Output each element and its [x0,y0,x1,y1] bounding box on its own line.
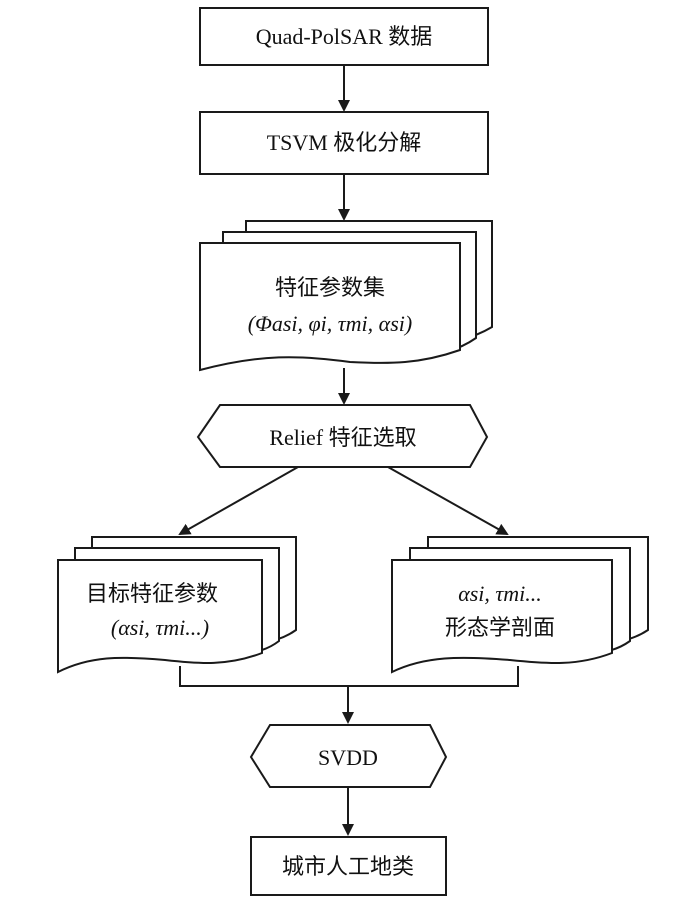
node-tsvm-decomposition: TSVM 极化分解 [199,111,489,175]
target-params-values: (αsi, τmi...) [111,615,209,640]
node-quad-polsar-label: Quad-PolSAR 数据 [256,24,433,49]
feature-set-params: (Φasi, φi, τmi, αsi) [248,311,412,336]
output-label: 城市人工地类 [282,854,414,879]
node-tsvm-label: TSVM 极化分解 [267,130,422,155]
target-params-title: 目标特征参数 [86,581,218,606]
morph-title: 形态学剖面 [445,615,555,640]
relief-label: Relief 特征选取 [269,425,416,450]
node-target-feature-parameters: 目标特征参数 (αsi, τmi...) [57,536,297,674]
merge-bracket [179,666,519,687]
node-svdd: SVDD [249,724,448,788]
arrow-relief-to-morph [387,466,509,535]
morph-params: αsi, τmi... [458,581,542,606]
node-feature-parameter-set: 特征参数集 (Φasi, φi, τmi, αsi) [199,220,493,372]
svdd-label: SVDD [318,745,378,770]
arrow-relief-to-target-params [178,466,299,535]
node-urban-man-made-class: 城市人工地类 [250,836,447,896]
node-quad-polsar-data: Quad-PolSAR 数据 [199,7,489,66]
feature-set-title: 特征参数集 [275,275,385,300]
node-relief-selection: Relief 特征选取 [196,404,489,468]
node-morphological-profile: αsi, τmi... 形态学剖面 [391,536,649,674]
